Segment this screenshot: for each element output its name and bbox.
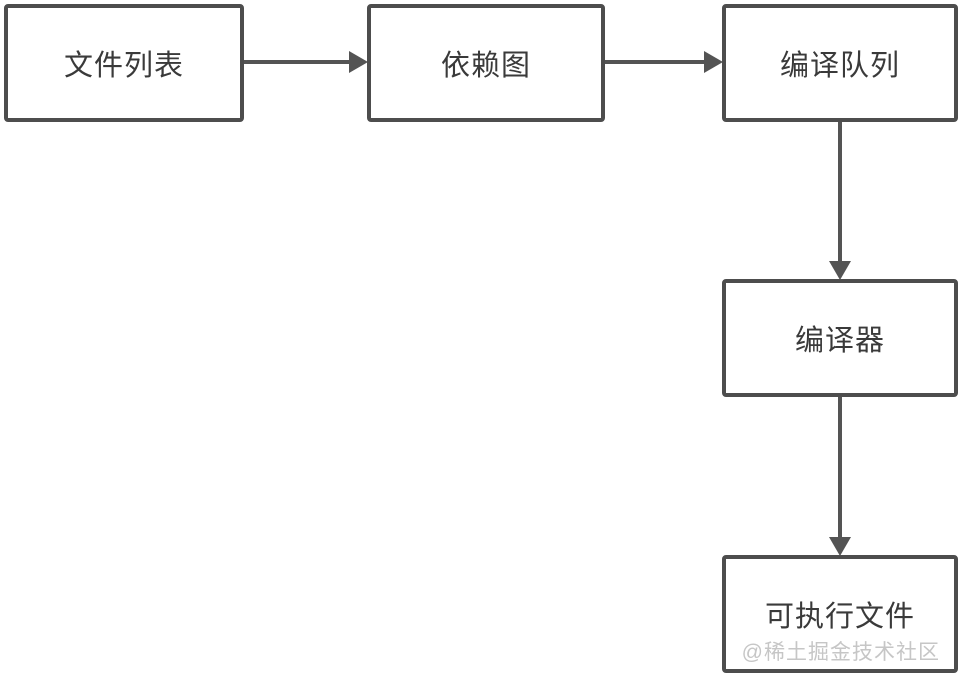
node-compile-queue-label: 编译队列 — [779, 50, 900, 82]
node-file-list: 文件列表 — [4, 4, 244, 122]
node-compiler-label: 编译器 — [794, 325, 885, 357]
edge-dependency-graph-to-compile-queue — [605, 60, 705, 64]
arrowhead-down-icon — [829, 261, 851, 280]
arrowhead-right-icon — [704, 51, 723, 73]
node-dependency-graph-label: 依赖图 — [440, 50, 531, 82]
edge-compiler-to-executable-file — [838, 397, 842, 537]
node-dependency-graph: 依赖图 — [367, 4, 605, 122]
node-file-list-label: 文件列表 — [63, 50, 184, 82]
node-compiler: 编译器 — [722, 279, 958, 397]
watermark: @稀土掘金技术社区 — [741, 641, 940, 664]
arrowhead-down-icon — [829, 537, 851, 556]
edge-compile-queue-to-compiler — [838, 122, 842, 262]
node-compile-queue: 编译队列 — [722, 4, 958, 122]
arrowhead-right-icon — [349, 51, 368, 73]
node-executable-file-label: 可执行文件 — [764, 601, 915, 633]
edge-file-list-to-dependency-graph — [244, 60, 350, 64]
node-executable-file: 可执行文件 — [722, 555, 958, 673]
